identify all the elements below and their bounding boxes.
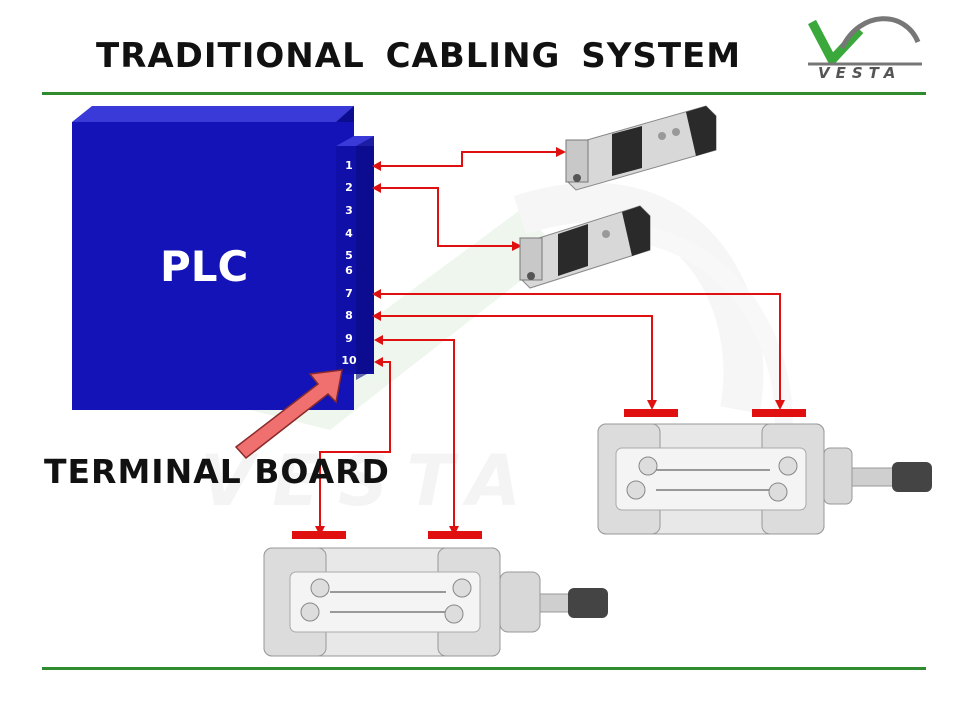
svg-text:VESTA: VESTA [200, 440, 539, 522]
pneumatic-cylinder-1 [597, 409, 932, 535]
watermark: VESTA [200, 182, 793, 522]
wire-1 [380, 151, 556, 167]
terminal-8: 8 [345, 309, 353, 322]
pneumatic-cylinder-2 [263, 531, 608, 657]
terminal-10: 10 [341, 354, 357, 367]
terminal-2: 2 [345, 181, 353, 194]
wire-8 [380, 315, 653, 400]
terminal-1: 1 [345, 159, 353, 172]
wire-2 [380, 187, 512, 247]
wire-7 [380, 293, 781, 400]
terminal-board-arrow [234, 369, 343, 460]
terminal-7: 7 [345, 287, 353, 300]
top-rule [42, 92, 926, 95]
terminal-6: 6 [345, 264, 353, 277]
wire-10 [319, 361, 391, 526]
plc-label: PLC [160, 242, 249, 291]
terminal-9: 9 [345, 332, 353, 345]
solenoid-valve-2 [519, 205, 651, 289]
bottom-rule [42, 667, 926, 670]
terminal-4: 4 [345, 227, 353, 240]
terminal-5: 5 [345, 249, 353, 262]
page-title: TRADITIONAL CABLING SYSTEM [96, 36, 742, 76]
plc-block [72, 106, 374, 410]
terminal-board-label: TERMINAL BOARD [44, 452, 390, 491]
terminal-3: 3 [345, 204, 353, 217]
wires [319, 151, 781, 526]
solenoid-valve-1 [565, 105, 717, 191]
wire-9 [382, 339, 455, 526]
